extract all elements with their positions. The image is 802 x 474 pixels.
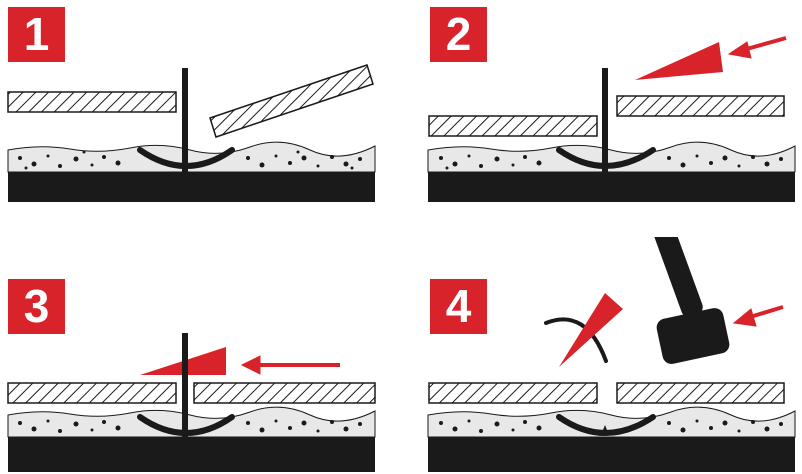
adhesive-layer — [427, 141, 796, 173]
right-tile-tilted — [209, 64, 374, 138]
step-2-badge: 2 — [430, 7, 487, 62]
step-3-badge: 3 — [8, 279, 65, 334]
step-2-panel: 2 — [401, 0, 802, 237]
adhesive-layer — [7, 406, 376, 438]
wedge — [635, 42, 723, 80]
base-slab — [8, 172, 375, 202]
right-tile — [616, 95, 785, 117]
step-4-illustration — [427, 237, 796, 472]
step-2-illustration — [427, 36, 796, 202]
step-3-illustration — [7, 333, 376, 472]
base-slab — [8, 437, 375, 472]
adhesive-grains — [439, 419, 783, 433]
clip-stem — [602, 68, 608, 172]
clip-stem — [182, 68, 188, 172]
arrow-icon — [727, 36, 787, 59]
arrow-icon — [732, 305, 784, 327]
right-tile — [193, 382, 376, 404]
step-4-badge: 4 — [430, 279, 487, 334]
step-3-panel: 3 — [0, 237, 401, 474]
clip-stem — [182, 333, 188, 443]
swing-arc — [544, 317, 608, 363]
adhesive-grains — [18, 419, 362, 433]
base-slab — [428, 172, 795, 202]
step-1-badge: 1 — [8, 7, 65, 62]
left-tile — [428, 382, 598, 404]
hammer-icon — [649, 237, 730, 364]
left-tile — [428, 115, 598, 137]
adhesive-grains — [18, 150, 362, 170]
clip-stem-stub — [601, 425, 609, 435]
arrow-icon — [240, 355, 340, 375]
adhesive-layer — [7, 141, 376, 173]
left-tile — [7, 91, 177, 113]
base-slab — [428, 437, 795, 472]
adhesive-layer — [427, 406, 796, 438]
wedge — [559, 293, 623, 367]
right-tile — [616, 382, 785, 404]
step-1-illustration — [7, 64, 376, 202]
step-1-panel: 1 — [0, 0, 401, 237]
step-4-panel: 4 — [401, 237, 802, 474]
adhesive-grains — [439, 154, 783, 170]
left-tile — [7, 382, 177, 404]
